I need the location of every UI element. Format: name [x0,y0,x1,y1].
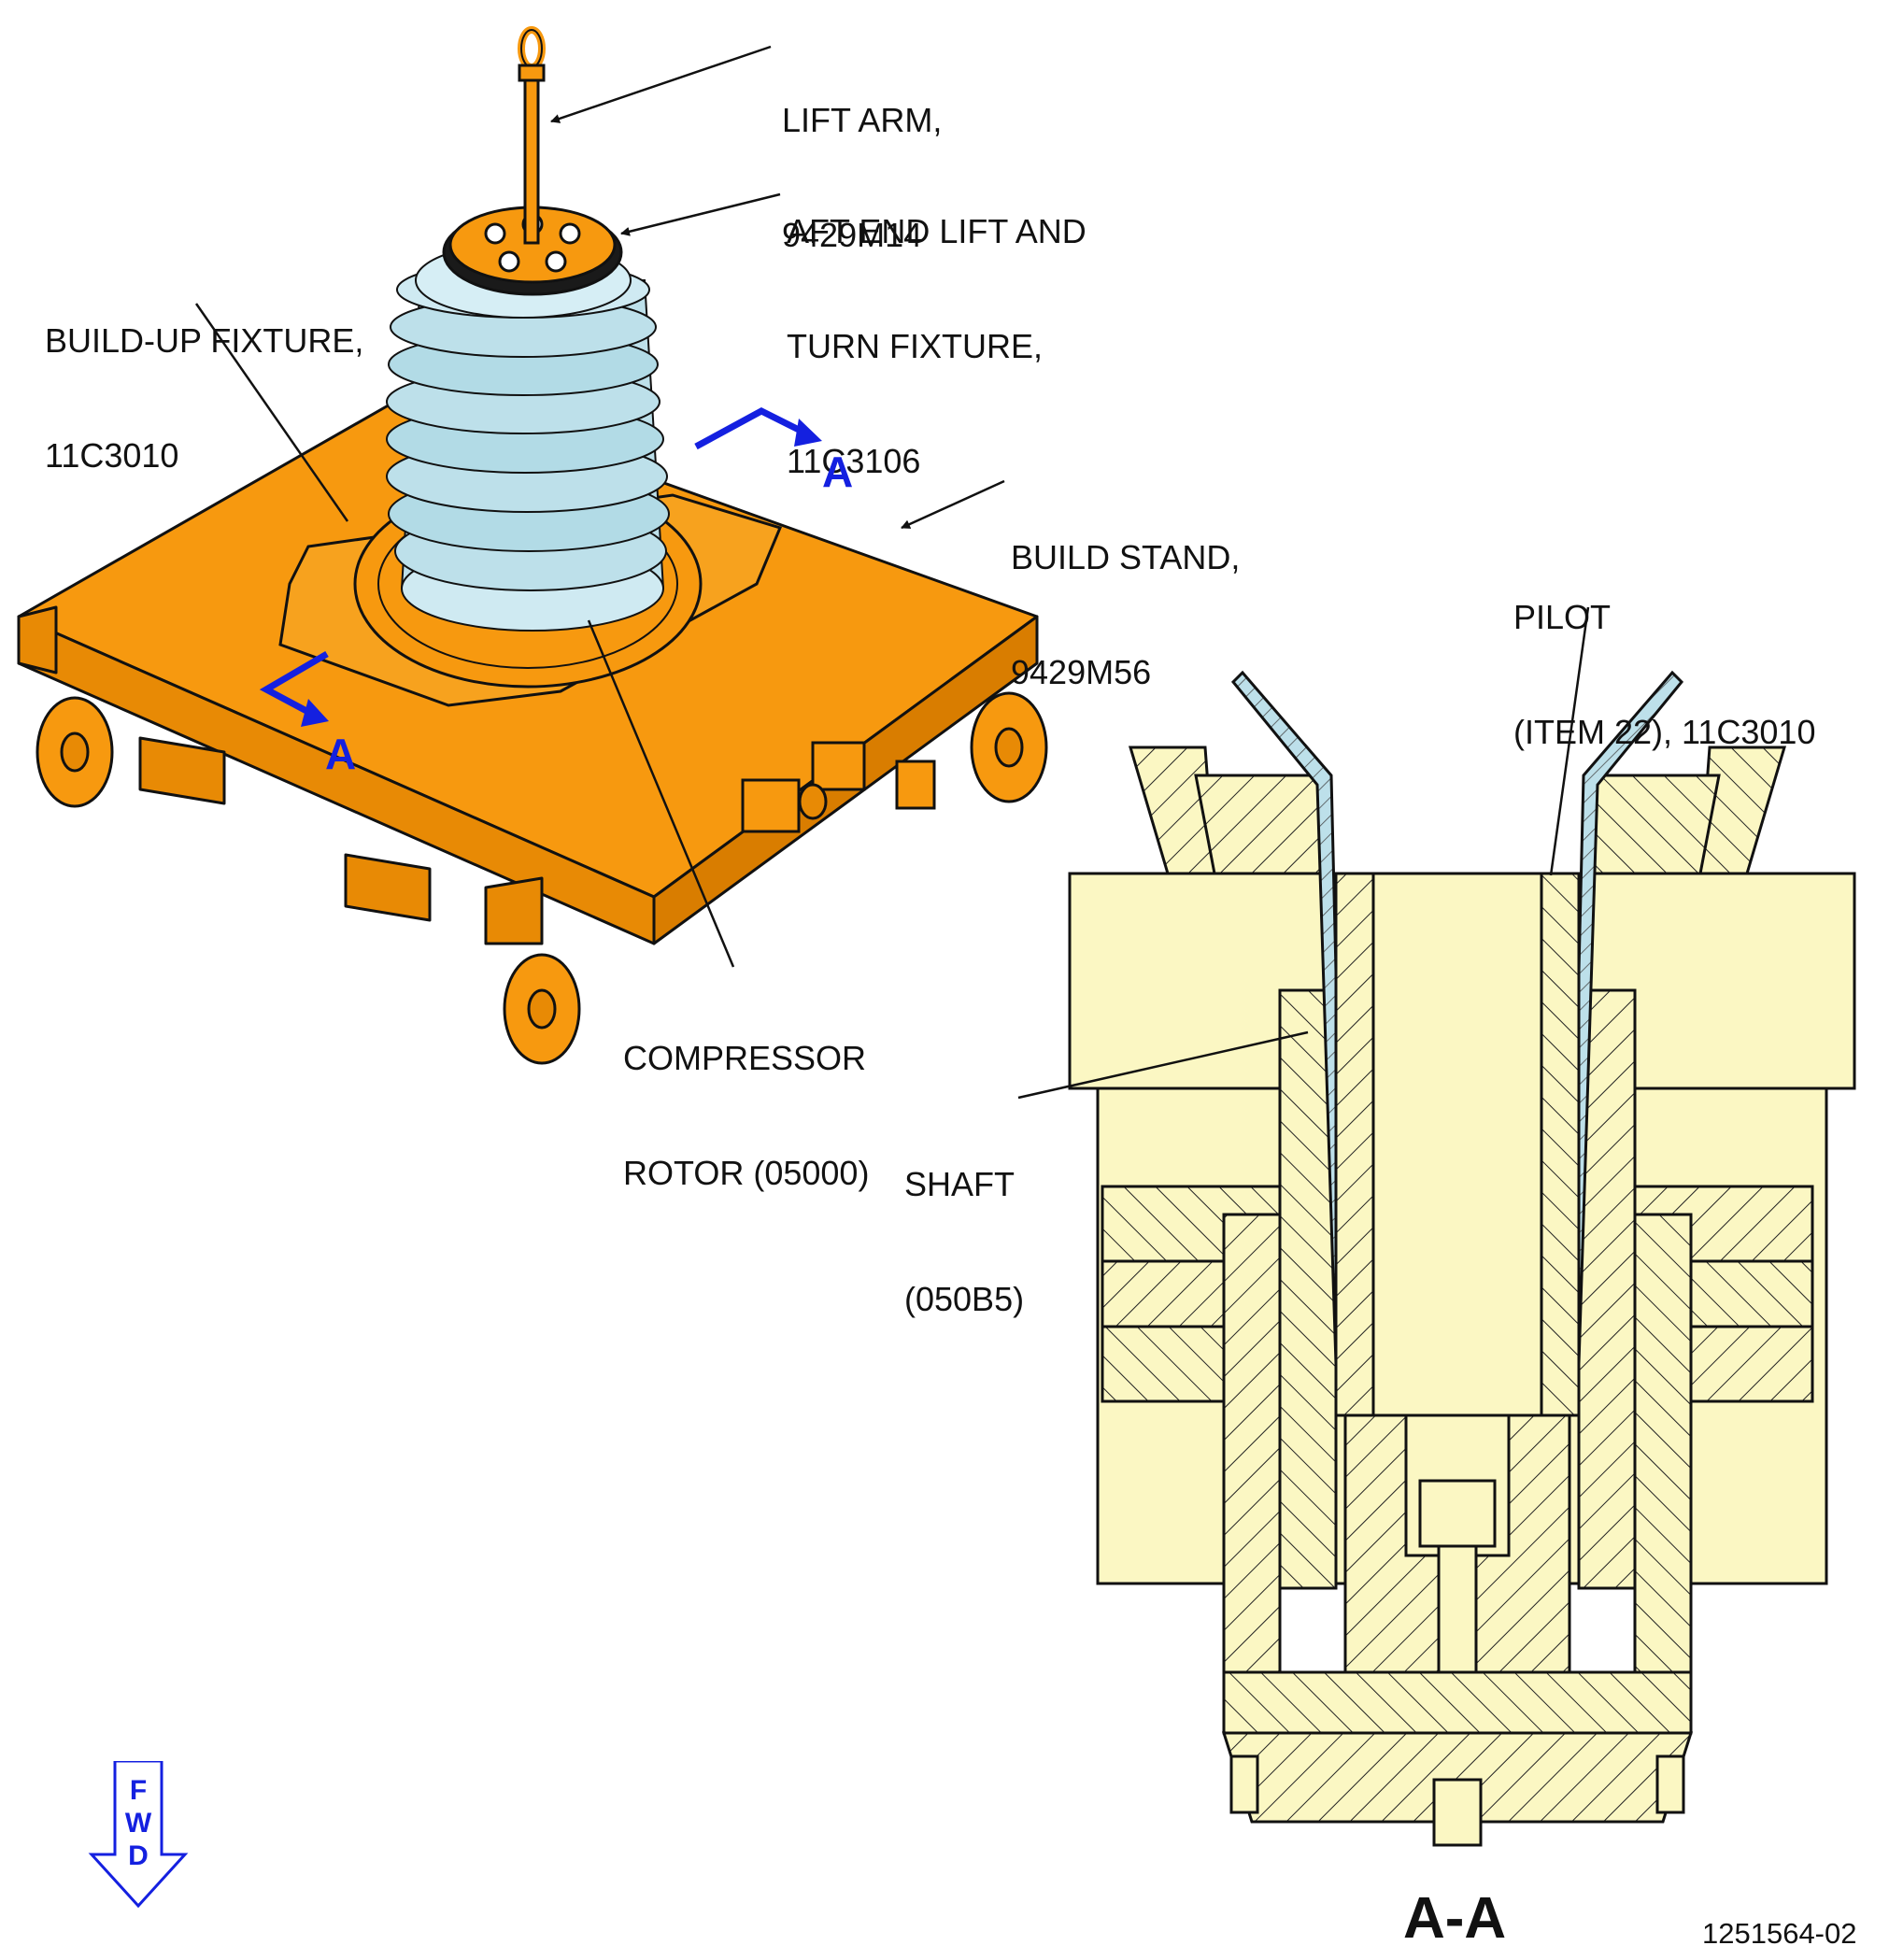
section-cut-arrows [259,407,810,716]
fwd-letter-w: W [124,1808,152,1839]
callout-shaft: SHAFT (050B5) [904,1088,1024,1356]
callout-lift-arm: LIFT ARM, 9429M14 [782,24,942,292]
leader-lines [194,45,1590,1100]
figure-number: 1251564-02 [1702,1917,1857,1950]
aft-end-fixture [442,206,623,296]
callout-lift-arm-line2: 9429M14 [782,216,923,254]
callout-pilot-line1: PILOT [1513,598,1612,636]
callout-pilot-line2: (ITEM 22), 11C3010 [1513,713,1816,751]
callout-aft-end-fixture: AFT END LIFT AND TURN FIXTURE, 11C3106 [787,135,1087,518]
section-marker-upper: A [822,447,854,496]
callout-build-stand: BUILD STAND, 9429M56 [1011,462,1240,730]
callout-buildup-fixture: BUILD-UP FIXTURE, 11C3010 [45,245,363,513]
callout-compressor-rotor-line2: ROTOR (05000) [623,1154,870,1192]
fwd-letter-d: D [128,1840,149,1871]
fwd-arrow-icon [88,1761,189,1909]
callout-aft-end-fixture-line2: TURN FIXTURE, [787,327,1043,365]
callout-pilot: PILOT (ITEM 22), 11C3010 [1513,521,1815,789]
callout-shaft-line1: SHAFT [904,1165,1016,1203]
callout-buildup-fixture-line1: BUILD-UP FIXTURE, [45,321,364,360]
section-arrow-head-lower [301,699,329,727]
callout-shaft-line2: (050B5) [904,1280,1025,1318]
section-arrow-head-upper [794,419,822,447]
callout-compressor-rotor: COMPRESSOR ROTOR (05000) [623,962,869,1230]
callout-aft-end-fixture-line3: 11C3106 [787,442,921,480]
view-title: A-A [1403,1886,1507,1951]
callout-lift-arm-line1: LIFT ARM, [782,101,943,139]
lift-arm [518,26,546,245]
callout-aft-end-fixture-line1: AFT END LIFT AND [787,212,1087,250]
callout-build-stand-line1: BUILD STAND, [1011,538,1241,576]
callout-compressor-rotor-line1: COMPRESSOR [623,1039,867,1077]
casters [36,691,1048,1065]
callout-buildup-fixture-line2: 11C3010 [45,436,179,475]
section-marker-lower: A [325,730,357,778]
compressor-rotor [386,242,670,632]
side-clamps [741,741,936,833]
section-view [1068,670,1856,1847]
callout-build-stand-line2: 9429M56 [1011,653,1152,691]
fwd-letter-f: F [129,1775,148,1806]
